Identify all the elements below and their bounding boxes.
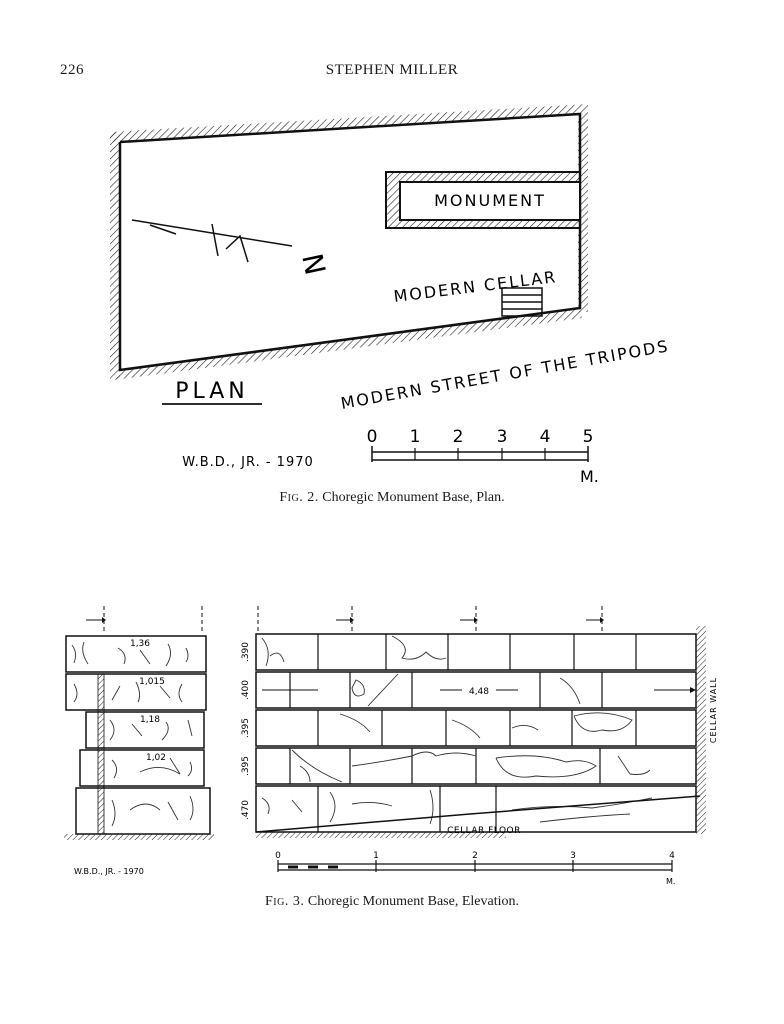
figure-elevation: 1,36 1,015 1,18 1,02 W.B.D., JR. - 1970 [64, 606, 718, 886]
elevation-scale-tick: 2 [472, 851, 478, 861]
side-dimension: 1,015 [139, 677, 165, 687]
street-label: MODERN STREET OF THE TRIPODS [339, 336, 671, 413]
elevation-scale-tick: 0 [275, 851, 281, 861]
elevation-scale-tick: 4 [669, 851, 675, 861]
figure-plan: MONUMENT MODERN CELLAR N MODERN STREET O… [110, 104, 671, 486]
cellar-wall-label: CELLAR WALL [709, 677, 718, 743]
running-head: STEPHEN MILLER [325, 62, 459, 78]
plan-scale-tick: 4 [540, 427, 551, 447]
side-dimension: 1,18 [140, 715, 160, 725]
modern-cellar-label: MODERN CELLAR [393, 267, 559, 306]
figure-3-caption: Fig. 3. Choregic Monument Base, Elevatio… [0, 894, 784, 910]
elevation-scale-tick: 3 [570, 851, 576, 861]
plan-outline [118, 112, 582, 372]
plan-scale-tick: 1 [410, 427, 421, 447]
figure-2-text: Choregic Monument Base, Plan. [322, 490, 505, 505]
plan-title: PLAN [175, 379, 249, 404]
plan-scale-tick: 3 [497, 427, 508, 447]
plan-scale-unit: M. [580, 467, 599, 486]
plan-scale-bar [371, 446, 589, 462]
course-height: .390 [241, 642, 251, 662]
north-arrow [131, 219, 293, 263]
elevation-scale-unit: M. [666, 877, 675, 886]
plan-scale-tick: 5 [583, 427, 594, 447]
plan-wall-left [110, 132, 120, 380]
figure-3-label: Fig. 3. [265, 894, 305, 909]
plan-wall-bottom [114, 308, 582, 380]
north-label: N [295, 251, 332, 278]
elevation-scale-tick: 1 [373, 851, 379, 861]
course-height: .470 [241, 800, 251, 820]
cellar-floor-label: CELLAR FLOOR [447, 826, 521, 836]
side-dimension: 1,36 [130, 639, 150, 649]
cellar-steps [501, 287, 543, 317]
page-number: 226 [60, 62, 84, 78]
plan-wall-top [110, 104, 588, 142]
front-elevation [255, 606, 706, 838]
plan-scale-tick: 2 [453, 427, 464, 447]
elevation-credit: W.B.D., JR. - 1970 [74, 867, 144, 876]
course-height: .395 [241, 756, 251, 776]
figure-2-label: Fig. 2. [279, 490, 319, 505]
plan-scale-tick: 0 [367, 427, 378, 447]
plan-credit: W.B.D., JR. - 1970 [182, 455, 314, 470]
course-height: .395 [241, 718, 251, 738]
monument-label: MONUMENT [434, 191, 546, 210]
elevation-scale-bar [277, 860, 673, 872]
course-height: .400 [241, 680, 251, 700]
figure-3-text: Choregic Monument Base, Elevation. [307, 894, 519, 909]
front-dimension: 4,48 [469, 687, 489, 697]
figure-2-caption: Fig. 2. Choregic Monument Base, Plan. [0, 490, 784, 506]
side-dimension: 1,02 [146, 753, 166, 763]
side-elevation [64, 606, 214, 840]
